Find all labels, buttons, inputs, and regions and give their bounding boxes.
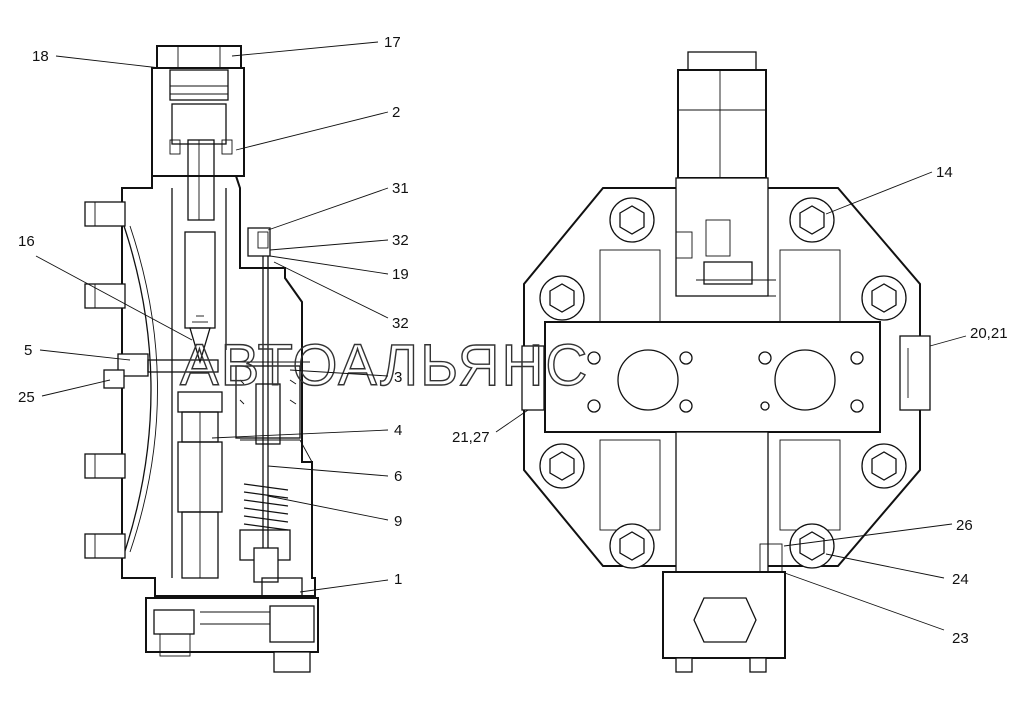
callout-25: 25 bbox=[18, 389, 35, 406]
callout-26: 26 bbox=[956, 517, 973, 534]
callout-18: 18 bbox=[32, 48, 49, 65]
spring bbox=[243, 483, 289, 531]
leader-lines bbox=[35, 41, 967, 631]
left-bore bbox=[617, 349, 679, 411]
callout-23: 23 bbox=[952, 630, 969, 647]
mounting-studs bbox=[84, 201, 126, 559]
callout-24: 24 bbox=[952, 571, 969, 588]
spring-chamber bbox=[235, 227, 313, 599]
callout-19: 19 bbox=[392, 266, 409, 283]
callout-32-lower: 32 bbox=[392, 315, 409, 332]
callout-3: 3 bbox=[394, 369, 402, 386]
watermark-text: АВТОАЛЬЯНС bbox=[180, 333, 589, 398]
flange-bolts bbox=[539, 197, 907, 569]
callout-14: 14 bbox=[936, 164, 953, 181]
callout-4: 4 bbox=[394, 422, 402, 439]
callout-2: 2 bbox=[392, 104, 400, 121]
callout-20-21: 20,21 bbox=[970, 325, 1008, 342]
callout-21-27: 21,27 bbox=[452, 429, 490, 446]
right-bore bbox=[774, 349, 836, 411]
valve-body bbox=[121, 175, 319, 673]
center-block bbox=[544, 321, 881, 433]
callout-1: 1 bbox=[394, 571, 402, 588]
top-plug bbox=[151, 45, 245, 221]
callout-32-upper: 32 bbox=[392, 232, 409, 249]
callout-9: 9 bbox=[394, 513, 402, 530]
callout-31: 31 bbox=[392, 180, 409, 197]
callout-6: 6 bbox=[394, 468, 402, 485]
callout-5: 5 bbox=[24, 342, 32, 359]
front-view bbox=[521, 51, 931, 673]
sectional-view bbox=[84, 45, 319, 673]
callout-17: 17 bbox=[384, 34, 401, 51]
callout-labels: 17 18 2 31 32 19 32 16 5 25 3 4 6 9 1 14… bbox=[18, 34, 1008, 647]
bottom-hex-port bbox=[693, 597, 757, 643]
callout-16: 16 bbox=[18, 233, 35, 250]
